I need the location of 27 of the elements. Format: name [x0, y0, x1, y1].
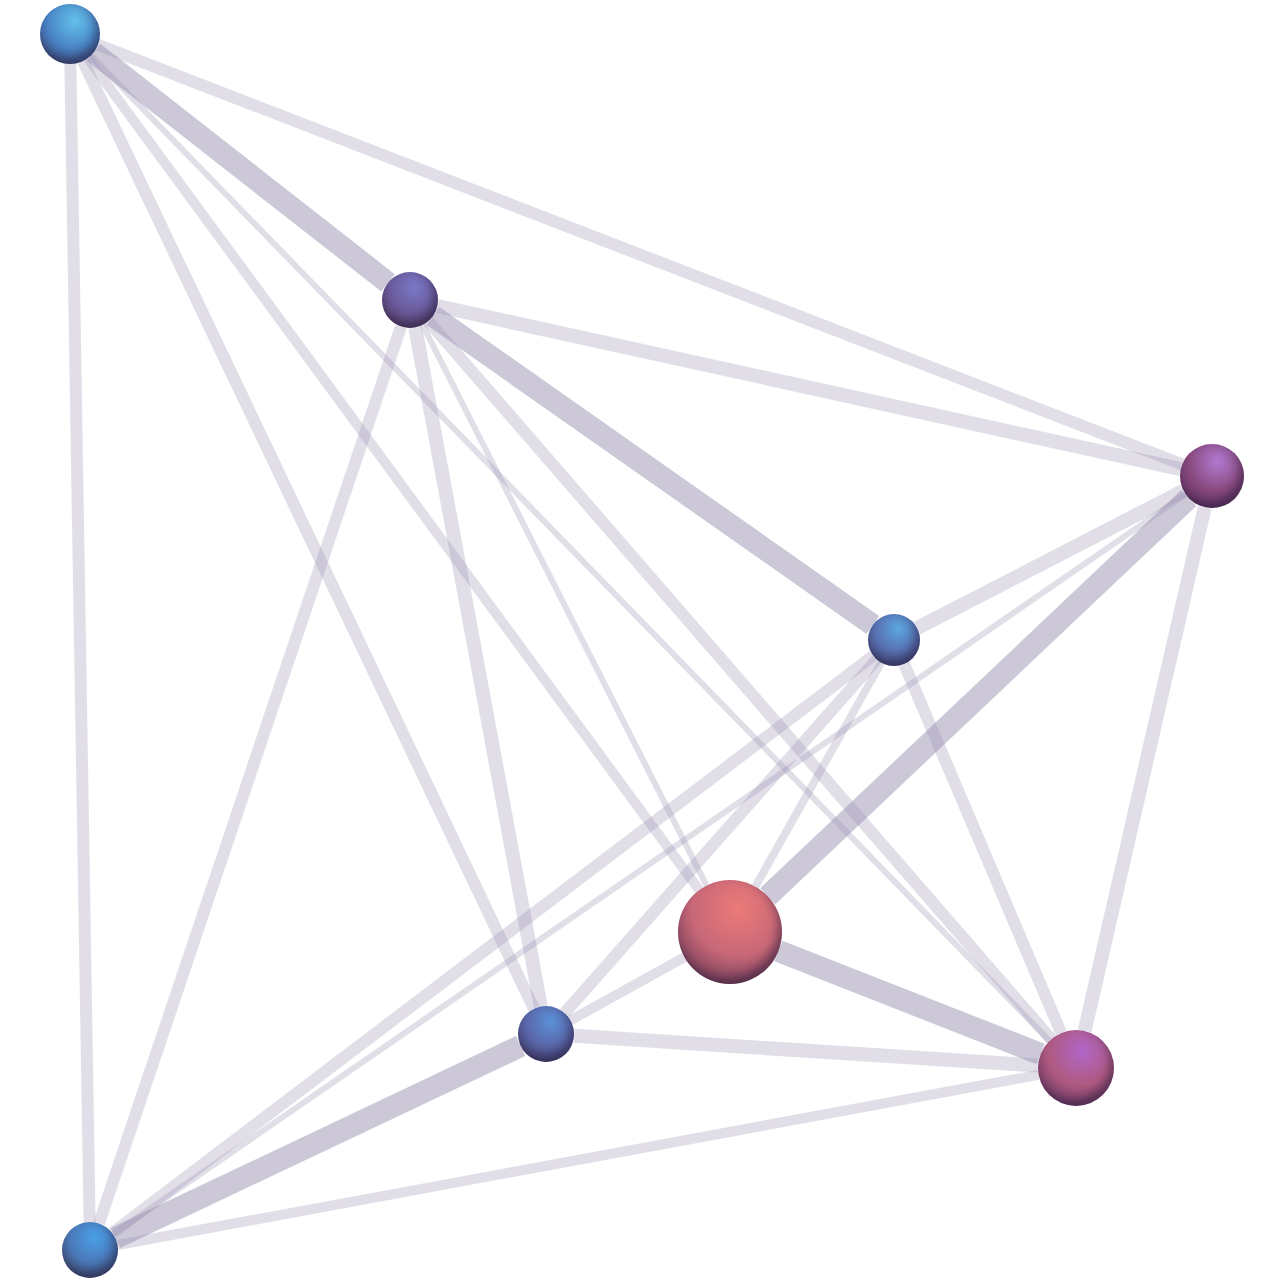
edge-line — [419, 323, 710, 887]
edge-line — [567, 952, 688, 1025]
vertex-sphere — [1180, 444, 1244, 508]
edge-line — [760, 490, 1197, 905]
edge-line — [898, 661, 1067, 1036]
vertex-sphere — [40, 4, 100, 64]
edge-line — [751, 660, 885, 889]
vertex-sphere — [62, 1222, 118, 1278]
edge-line — [423, 317, 1056, 1044]
edge-line — [914, 484, 1187, 635]
edge-line — [573, 1028, 1039, 1073]
edge-line — [64, 63, 96, 1223]
vertex-sphere — [1038, 1030, 1114, 1106]
vertex-sphere — [382, 272, 438, 328]
vertex-sphere — [678, 880, 782, 984]
edge-line — [774, 940, 1045, 1065]
edge-line — [116, 1069, 1040, 1250]
edge-line — [108, 651, 877, 1238]
edge-line — [83, 55, 704, 893]
edge-line — [408, 326, 548, 1008]
edge-line — [435, 299, 1183, 477]
edge-line — [93, 324, 407, 1226]
edge-line — [77, 58, 540, 1012]
vertex-sphere — [868, 614, 920, 666]
edge-line — [1077, 505, 1212, 1033]
edge-line — [560, 655, 882, 1017]
vertex-sphere — [518, 1006, 574, 1062]
